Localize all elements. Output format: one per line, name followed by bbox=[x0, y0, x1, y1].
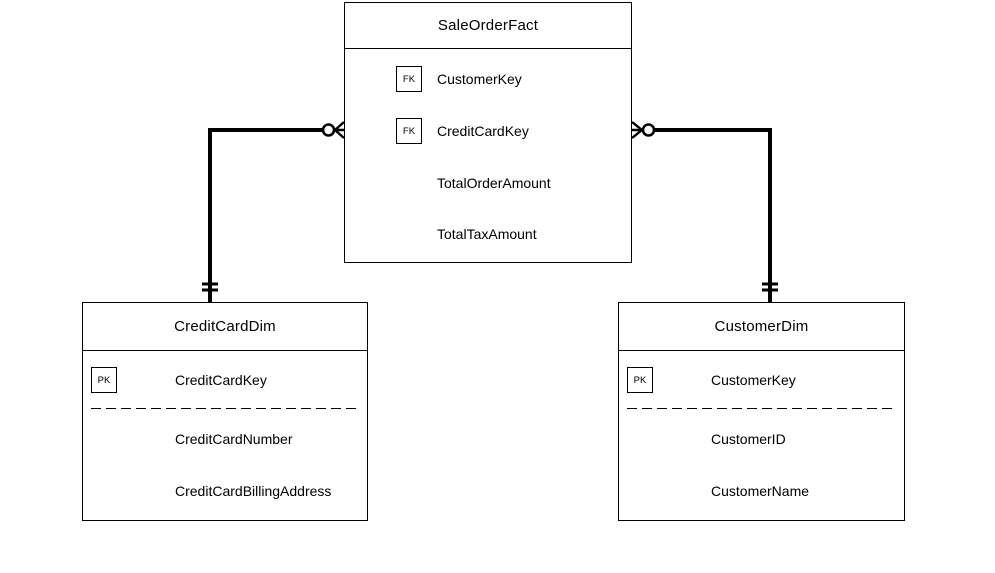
entity-creditcarddim: CreditCardDim PK CreditCardKey CreditCar… bbox=[82, 302, 368, 521]
attribute-name: CreditCardKey bbox=[175, 372, 267, 388]
entity-title: SaleOrderFact bbox=[345, 3, 631, 49]
attribute-row: CreditCardBillingAddress bbox=[83, 478, 367, 504]
connector-line bbox=[655, 128, 772, 302]
attribute-name: CreditCardNumber bbox=[175, 431, 293, 447]
attribute-name: CreditCardBillingAddress bbox=[175, 483, 332, 499]
entity-title: CreditCardDim bbox=[83, 303, 367, 351]
relationship-customer-saleorder bbox=[631, 121, 778, 302]
attribute-row: FK CreditCardKey bbox=[345, 118, 631, 144]
zero-or-many-icon bbox=[321, 121, 345, 139]
attribute-row: CustomerID bbox=[619, 426, 904, 452]
zero-or-many-icon bbox=[631, 121, 656, 139]
attribute-row: PK CreditCardKey bbox=[83, 367, 367, 393]
attribute-row: TotalTaxAmount bbox=[345, 221, 631, 247]
attribute-name: CustomerKey bbox=[437, 71, 522, 87]
entity-saleorderfact: SaleOrderFact FK CustomerKey FK CreditCa… bbox=[344, 2, 632, 263]
fk-badge: FK bbox=[396, 118, 422, 144]
one-and-only-one-icon bbox=[202, 282, 218, 292]
attribute-name: TotalTaxAmount bbox=[437, 226, 537, 242]
entity-title: CustomerDim bbox=[619, 303, 904, 351]
attribute-row: PK CustomerKey bbox=[619, 367, 904, 393]
pk-badge: PK bbox=[91, 367, 117, 393]
attribute-row: TotalOrderAmount bbox=[345, 170, 631, 196]
attribute-name: CustomerName bbox=[711, 483, 810, 499]
attribute-row: FK CustomerKey bbox=[345, 66, 631, 92]
fk-badge: FK bbox=[396, 66, 422, 92]
attribute-row: CreditCardNumber bbox=[83, 426, 367, 452]
connector-line bbox=[208, 128, 322, 302]
pk-separator bbox=[91, 408, 359, 409]
one-and-only-one-icon bbox=[762, 282, 778, 292]
attribute-name: CreditCardKey bbox=[437, 123, 529, 139]
entity-customerdim: CustomerDim PK CustomerKey CustomerID Cu… bbox=[618, 302, 905, 521]
pk-separator bbox=[627, 408, 896, 409]
attribute-name: TotalOrderAmount bbox=[437, 175, 551, 191]
relationship-creditcard-saleorder bbox=[202, 121, 345, 302]
pk-badge: PK bbox=[627, 367, 653, 393]
attribute-name: CustomerID bbox=[711, 431, 786, 447]
attribute-row: CustomerName bbox=[619, 478, 904, 504]
attribute-name: CustomerKey bbox=[711, 372, 796, 388]
